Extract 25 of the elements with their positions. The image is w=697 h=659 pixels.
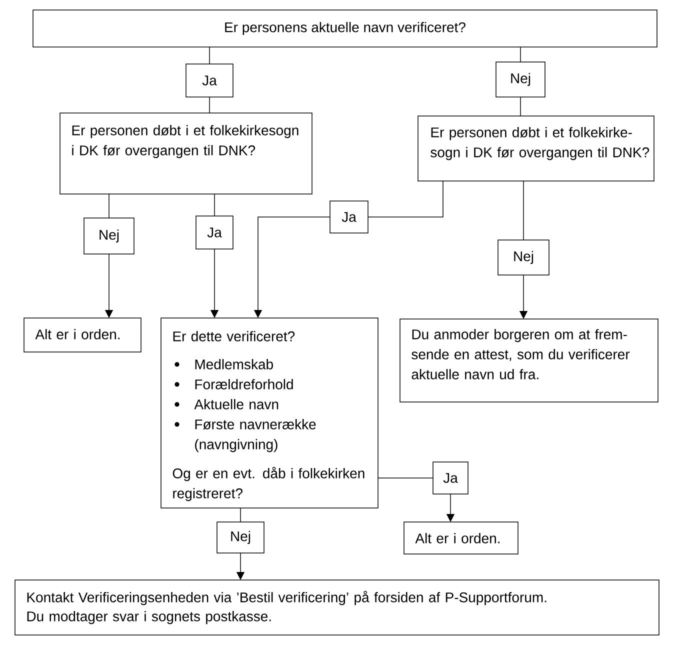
- question-box: Er personen døbt i et folkekirke- sogn i DK før overgangen til DNK?: [418, 116, 654, 182]
- branch-label: Ja: [196, 216, 234, 250]
- connector-line: [240, 508, 241, 522]
- branch-label: Ja: [186, 64, 234, 98]
- connector-line: [209, 46, 210, 64]
- connector-line: [523, 180, 524, 240]
- branch-label: Nej: [84, 218, 134, 254]
- instruction-box: Du anmoder borgeren om at frem- sende en attest, som du verificerer aktuelle navn ud fra.: [400, 318, 658, 402]
- result-box: Alt er i orden.: [404, 522, 518, 554]
- connector-line: [368, 180, 444, 218]
- branch-label: Ja: [330, 200, 368, 234]
- question-box: Er personens aktuelle navn verificeret?: [32, 10, 658, 48]
- connector-line: [520, 96, 521, 116]
- result-box: Alt er i orden.: [24, 318, 142, 352]
- connector-line: [520, 46, 521, 62]
- connector-line: [108, 194, 110, 218]
- connector-line: [214, 194, 215, 216]
- branch-label: Nej: [498, 240, 550, 276]
- connector-line: [209, 96, 210, 114]
- branch-label: Nej: [496, 62, 546, 98]
- branch-label: Ja: [432, 462, 468, 494]
- branch-label: Nej: [216, 522, 264, 554]
- checklist-box: Er dette verificeret? Medlemskab Forældreforhold Aktuelle navn Første navnerække (navngivning) Og er en evt. dåb i folkekirken registreret?: [160, 318, 378, 508]
- instruction-box: Kontakt Verificeringsenheden via ’Bestil verificering’ på forsiden af P-Supportforum. Du modtager svar i sognets postkasse.: [14, 580, 660, 636]
- question-box: Er personen døbt i et folkekirkesogn i DK før overgangen til DNK?: [60, 112, 312, 194]
